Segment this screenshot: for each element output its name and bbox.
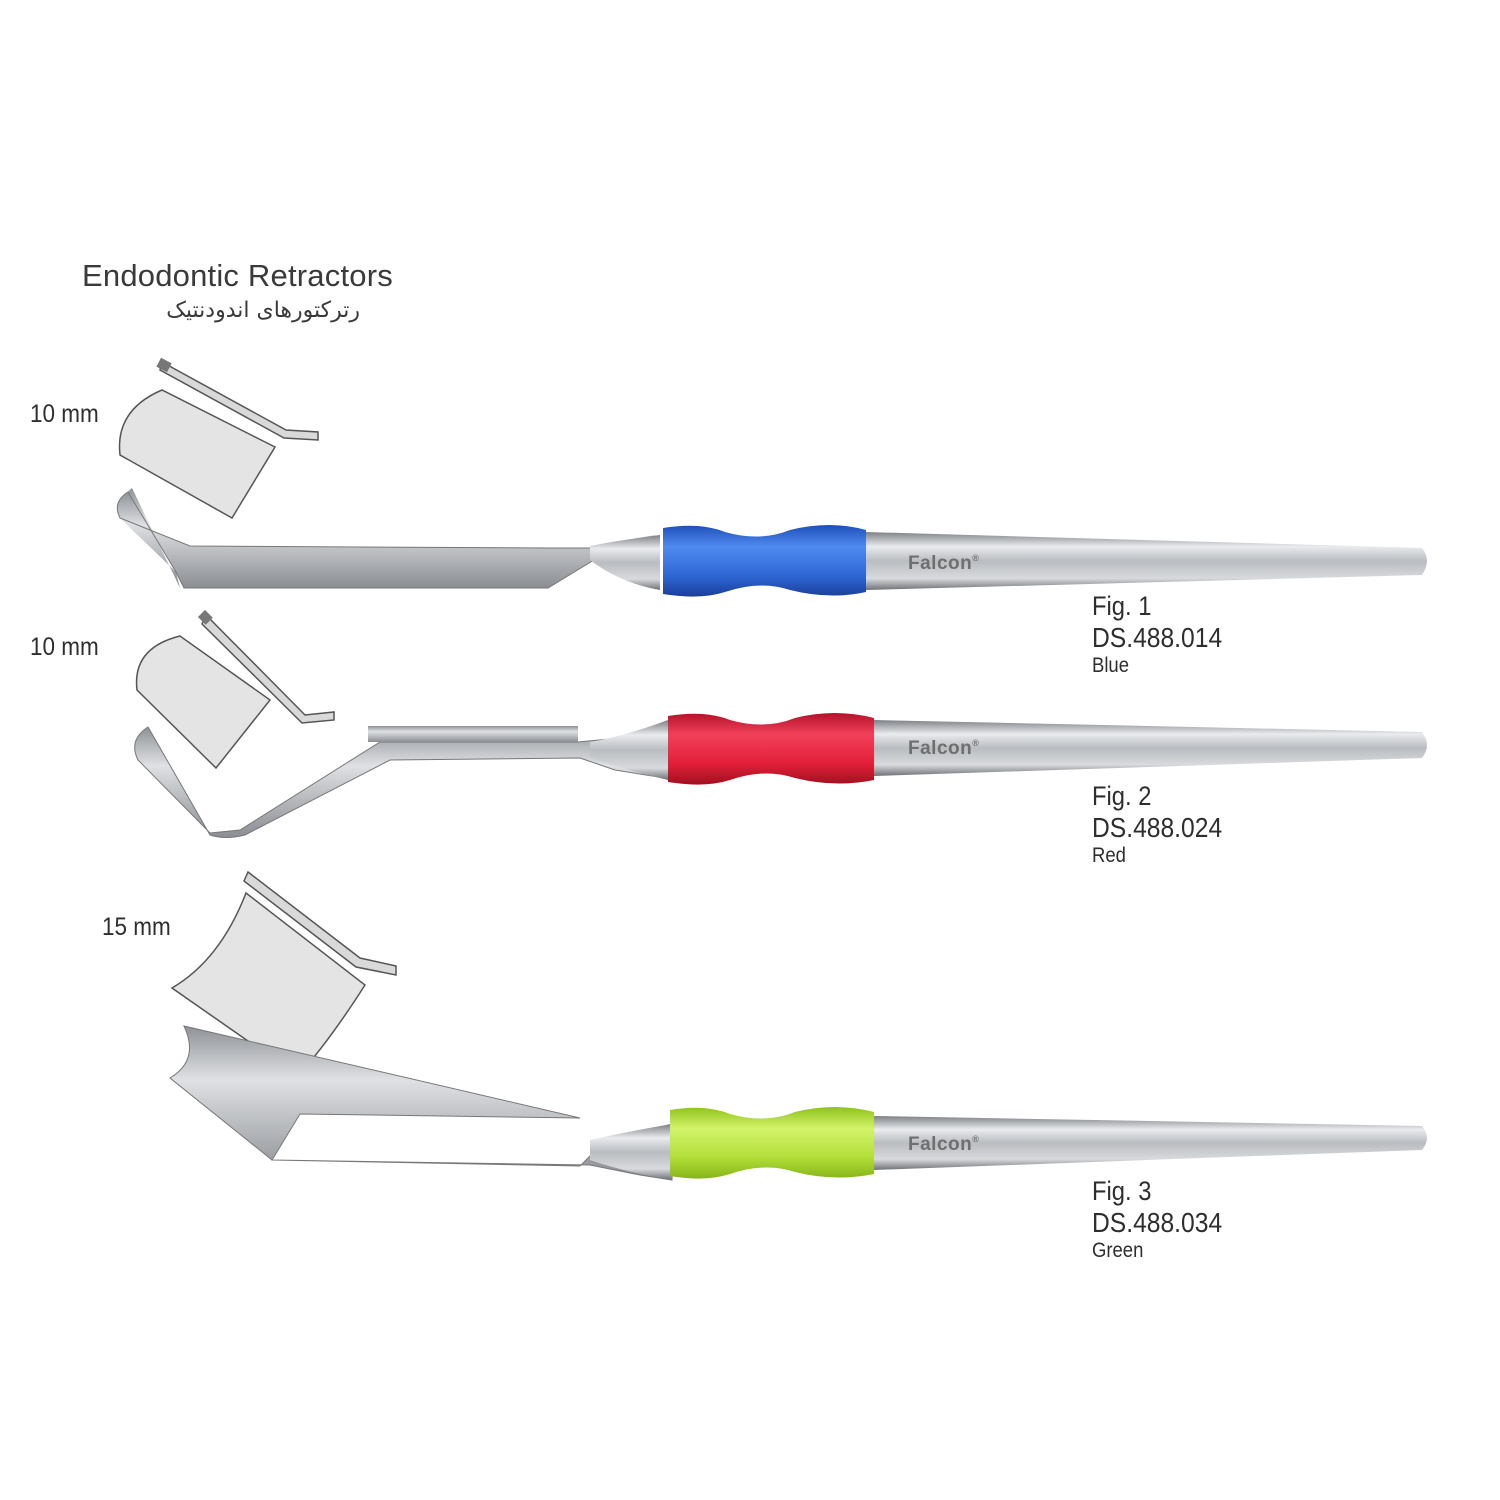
instrument-1: Falcon® xyxy=(116,357,1427,597)
fig-label: Fig. 2 xyxy=(1092,781,1152,811)
caption-2: Fig. 2 DS.488.024 Red xyxy=(1092,780,1240,868)
blade-diagram-2 xyxy=(135,609,335,770)
product-code: DS.488.024 xyxy=(1092,812,1223,843)
instrument-3: Falcon® xyxy=(169,870,1427,1181)
page-subtitle: رترکتورهای اندودنتیک xyxy=(166,298,360,323)
instrument-2: Falcon® xyxy=(134,609,1427,838)
brand-label-2: Falcon® xyxy=(908,738,979,759)
blade-diagram-3 xyxy=(170,870,397,1077)
size-label-1: 10 mm xyxy=(30,400,99,428)
fig-label: Fig. 3 xyxy=(1092,1176,1152,1206)
product-code: DS.488.034 xyxy=(1092,1207,1223,1238)
page-title: Endodontic Retractors xyxy=(82,258,393,293)
size-label-2: 10 mm xyxy=(30,633,99,661)
color-label: Red xyxy=(1092,844,1126,867)
caption-1: Fig. 1 DS.488.014 Blue xyxy=(1092,590,1240,678)
product-code: DS.488.014 xyxy=(1092,622,1223,653)
blade-diagram-1 xyxy=(118,357,319,520)
brand-label-1: Falcon® xyxy=(908,553,979,574)
size-label-3: 15 mm xyxy=(102,913,171,941)
fig-label: Fig. 1 xyxy=(1092,591,1152,621)
color-label: Blue xyxy=(1092,654,1129,677)
color-label: Green xyxy=(1092,1239,1144,1262)
brand-label-3: Falcon® xyxy=(908,1134,979,1155)
caption-3: Fig. 3 DS.488.034 Green xyxy=(1092,1175,1240,1263)
